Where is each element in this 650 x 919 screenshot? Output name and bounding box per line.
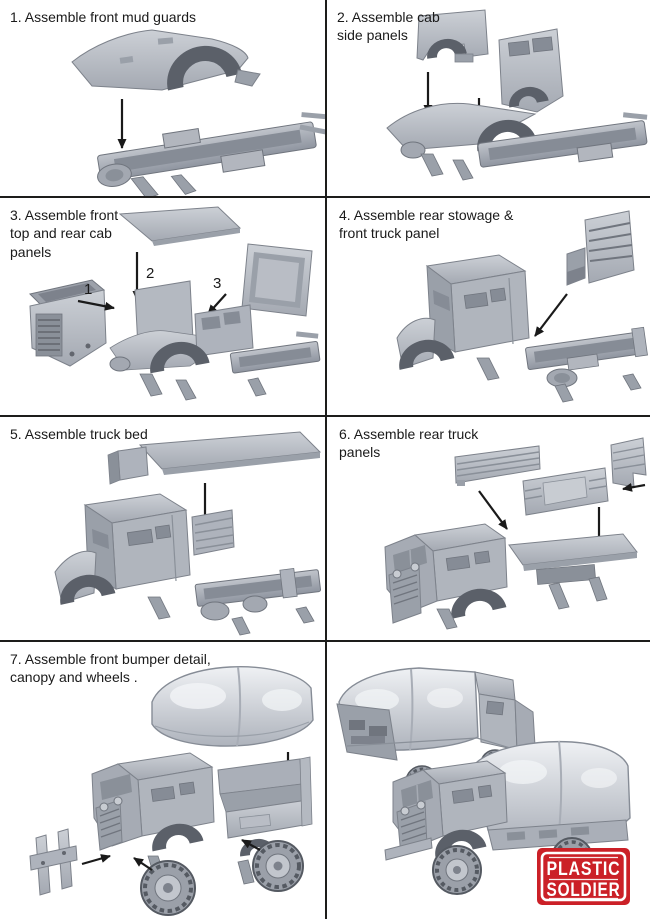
- step-1-illustration: [71, 29, 325, 196]
- chassis-with-mudguards: [386, 102, 648, 181]
- grid-divider-row-1: [0, 196, 650, 198]
- step-4-illustration: [396, 210, 648, 403]
- diagonal-arrow-side-panel: [478, 490, 508, 530]
- step-7-illustration: [29, 666, 314, 916]
- truck-body: [91, 752, 313, 885]
- diagonal-arrow-rear-panel: [207, 293, 227, 315]
- finished-models-panel: PLASTIC SOLDIER: [327, 642, 650, 919]
- step-6-title: 6. Assemble rear truck panels: [339, 426, 479, 461]
- plastic-soldier-logo: PLASTIC SOLDIER: [537, 848, 630, 905]
- truck-with-flat-bed: [384, 523, 638, 630]
- step-6-illustration: [384, 437, 647, 630]
- grid-divider-row-3: [0, 640, 650, 642]
- step-5-title: 5. Assemble truck bed: [10, 426, 148, 442]
- step-1-title: 1. Assemble front mud guards: [10, 9, 196, 25]
- mud-guard-part: [71, 29, 261, 91]
- logo-line-1: PLASTIC: [547, 859, 621, 880]
- step-2-illustration: [386, 9, 648, 181]
- left-arrow-corner-panel: [622, 482, 646, 492]
- arrow-wheel-front: [133, 857, 153, 871]
- corner-panel-part: [610, 437, 647, 488]
- step-3-illustration: 2 1 3: [29, 206, 321, 401]
- step-7-title: 7. Assemble front bumper detail, canopy …: [10, 651, 211, 686]
- truck-cab-chassis: [396, 254, 648, 403]
- grid-divider-vertical: [325, 0, 327, 919]
- label-2: 2: [146, 265, 154, 282]
- rear-side-panel-part: [454, 445, 541, 486]
- arrow-wheel-rear: [241, 839, 261, 851]
- tailgate-panel-part: [522, 467, 609, 516]
- cab-side-panel-right: [498, 28, 564, 113]
- step-2-panel: 2. Assemble cab side panels: [327, 0, 650, 196]
- step-7-panel: 7. Assemble front bumper detail, canopy …: [0, 642, 325, 919]
- truck-cab-chassis: [54, 493, 322, 636]
- label-3: 3: [213, 275, 221, 292]
- grid-divider-row-2: [0, 415, 650, 417]
- front-bumper-part: [29, 828, 78, 896]
- logo-line-2: SOLDIER: [547, 880, 621, 901]
- step-6-panel: 6. Assemble rear truck panels: [327, 417, 650, 640]
- step-4-title: 4. Assemble rear stowage & front truck p…: [339, 207, 514, 242]
- cab-side-panel-left: [416, 9, 489, 63]
- step-5-panel: 5. Assemble truck bed: [0, 417, 325, 640]
- step-1-panel: 1. Assemble front mud guards: [0, 0, 325, 196]
- right-arrow-grille: [77, 299, 115, 311]
- right-arrow-bumper: [81, 854, 111, 866]
- wheel-part-front: [140, 860, 196, 916]
- front-grille-part: [29, 279, 107, 367]
- rear-stowage-panel-part: [566, 210, 635, 286]
- finished-models-illustration: PLASTIC SOLDIER: [336, 667, 631, 905]
- step-2-title: 2. Assemble cab side panels: [337, 9, 440, 44]
- label-1: 1: [84, 281, 92, 298]
- chassis-part: [97, 112, 325, 196]
- step-4-panel: 4. Assemble rear stowage & front truck p…: [327, 198, 650, 415]
- step-3-title: 3. Assemble front top and rear cab panel…: [10, 207, 119, 260]
- truck-bed-part: [107, 431, 322, 485]
- step-3-panel: 3. Assemble front top and rear cab panel…: [0, 198, 325, 415]
- rear-cab-panel-part: [241, 243, 313, 317]
- diagonal-arrow-stowage: [534, 293, 568, 337]
- wheel-part-rear: [252, 840, 304, 892]
- cab-assembly: [109, 280, 321, 401]
- step-5-illustration: [54, 431, 322, 636]
- canopy-part: [151, 666, 314, 747]
- roof-panel-part: [118, 206, 242, 246]
